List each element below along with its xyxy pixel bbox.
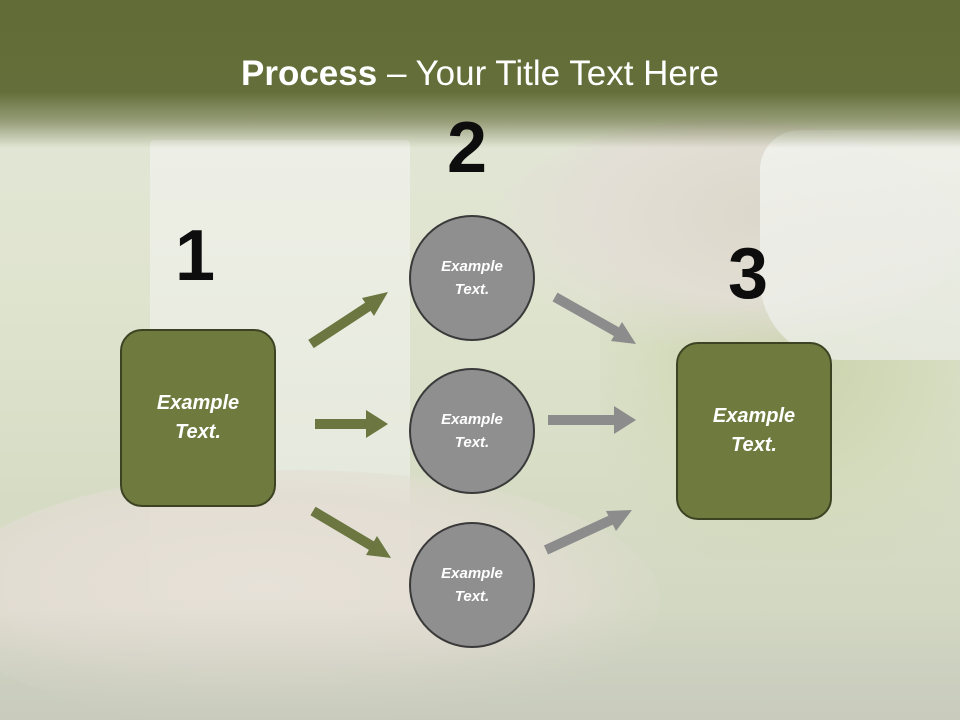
gray-arrow-right [548,406,636,434]
step-number-2: 2 [447,108,488,188]
start-box: Example Text. [120,329,276,507]
gray-arrow-up [543,510,632,555]
slide-title: Process – Your Title Text Here [0,52,960,96]
green-arrow-up [308,292,388,349]
circle-middle: Example Text. [409,368,535,494]
end-box: Example Text. [676,342,832,520]
step-number-3: 3 [728,234,769,314]
start-box-text: Example Text. [156,392,240,443]
circle-middle-text: Example Text. [441,411,503,451]
circle-bottom: Example Text. [409,522,535,648]
background-sleeve [760,130,960,360]
green-arrow-right [315,410,388,438]
end-box-text: Example Text. [712,405,796,456]
circle-top-text: Example Text. [441,258,503,298]
title-bold: Process [241,54,378,93]
circle-top: Example Text. [409,215,535,341]
title-rest: – Your Title Text Here [377,54,719,93]
green-arrow-down [310,506,391,558]
circle-bottom-text: Example Text. [441,565,503,605]
step-number-1: 1 [175,216,216,296]
gray-arrow-down [552,292,636,344]
title-banner [0,0,960,148]
